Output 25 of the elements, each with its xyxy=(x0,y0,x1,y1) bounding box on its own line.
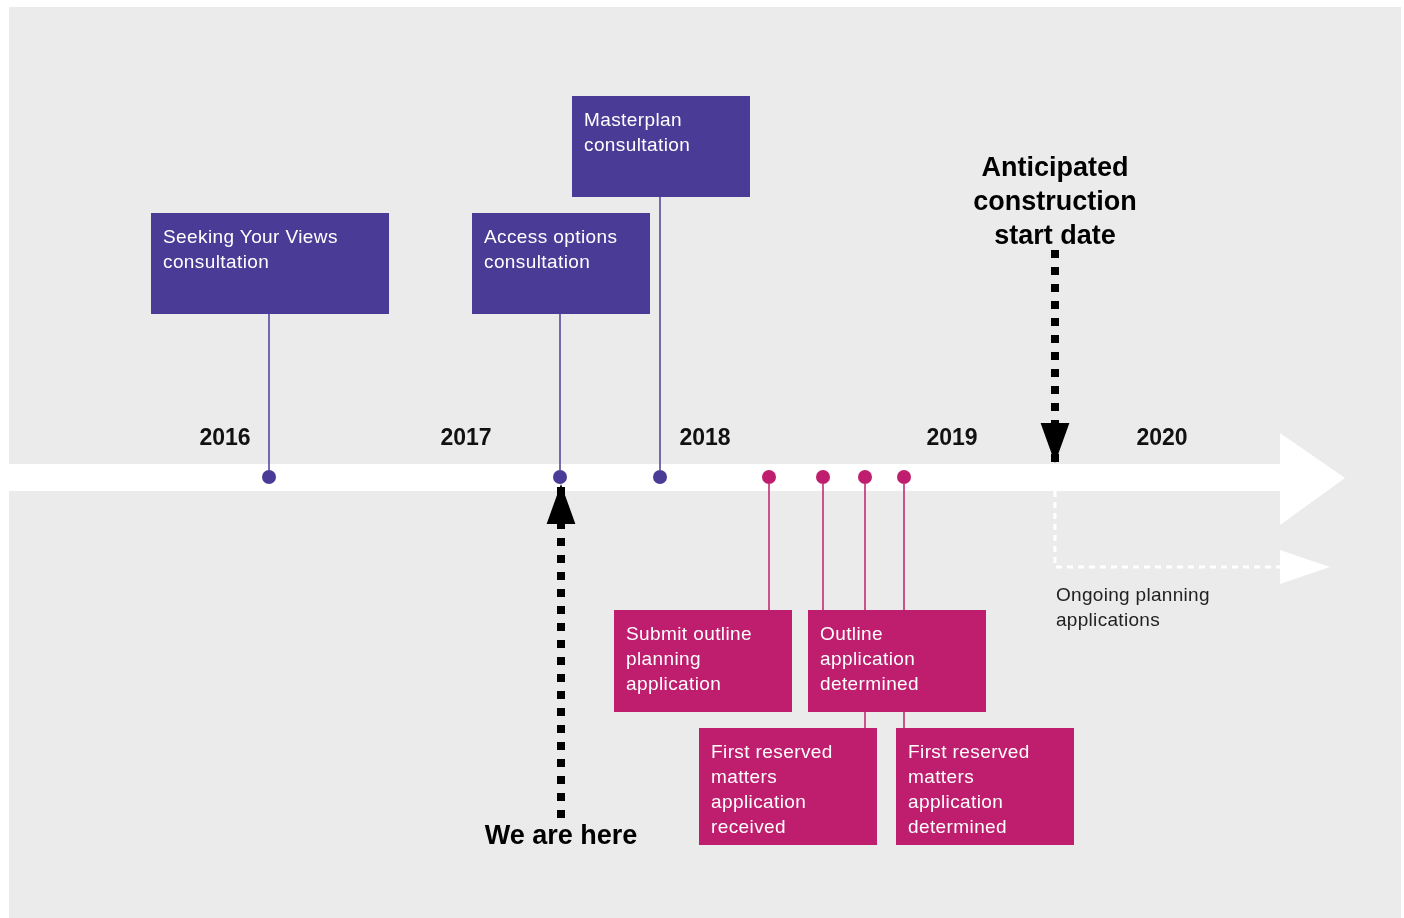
milestone-card: Outline application determined xyxy=(808,610,986,712)
milestone-card: First reserved matters application received xyxy=(699,728,877,845)
milestone-card: Seeking Your Views consultation xyxy=(151,213,389,314)
connector-line xyxy=(659,196,661,471)
connector-line xyxy=(864,483,866,611)
milestone-card: Access options consultation xyxy=(472,213,650,314)
connector-line xyxy=(268,313,270,471)
connector-line xyxy=(903,711,905,729)
year-label: 2016 xyxy=(199,424,251,451)
year-label: 2017 xyxy=(440,424,492,451)
callout-text: Anticipated construction start date xyxy=(950,150,1160,250)
connector-line xyxy=(903,483,905,611)
year-label: 2018 xyxy=(679,424,731,451)
milestone-card: First reserved matters application determined xyxy=(896,728,1074,845)
connector-line xyxy=(822,483,824,611)
connector-line xyxy=(768,483,770,611)
note-text: Ongoing planning applications xyxy=(1056,583,1211,632)
connector-line xyxy=(864,711,866,729)
milestone-card: Masterplan consultation xyxy=(572,96,750,197)
milestone-card: Submit outline planning application xyxy=(614,610,792,712)
dashed-arrow xyxy=(1040,250,1070,463)
connector-line xyxy=(559,313,561,471)
year-label: 2020 xyxy=(1136,424,1188,451)
callout-text: We are here xyxy=(471,818,651,854)
year-label: 2019 xyxy=(926,424,978,451)
